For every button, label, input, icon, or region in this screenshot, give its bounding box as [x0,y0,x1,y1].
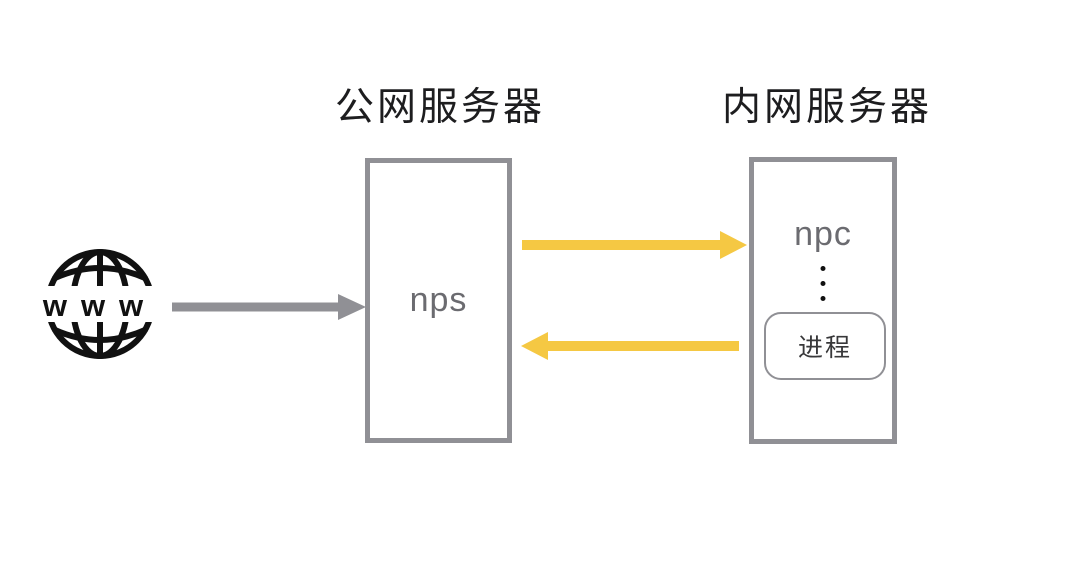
vertical-ellipsis-icon [820,266,826,301]
www-to-nps-arrow [172,294,366,320]
www-label: www [42,288,157,323]
npc-label: npc [794,215,852,253]
www-globe-icon: www [38,249,162,359]
npc-to-nps-arrow [521,332,739,360]
nps-to-npc-arrow [522,231,747,259]
process-label: 进程 [797,334,852,362]
nps-label: nps [409,281,468,319]
nps-server-box: nps [365,158,512,443]
npc-server-box: npc 进程 [749,157,897,444]
public-server-title: 公网服务器 [334,86,546,129]
private-server-title: 内网服务器 [721,86,933,129]
process-box: 进程 [764,312,886,380]
